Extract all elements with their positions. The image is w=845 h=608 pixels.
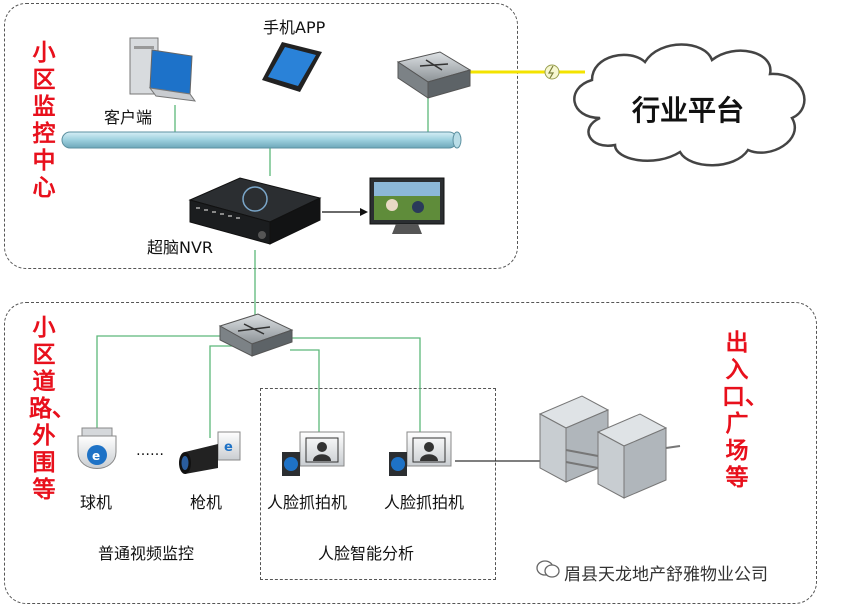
bullet-camera-label: 枪机 bbox=[190, 493, 223, 512]
face-analysis-group bbox=[260, 388, 496, 580]
face-camera-2-icon bbox=[389, 431, 452, 476]
client-label: 客户端 bbox=[104, 108, 153, 127]
monitoring-center-region bbox=[4, 3, 518, 269]
wechat-icon bbox=[536, 559, 560, 579]
bullet-camera-icon: e bbox=[179, 431, 241, 474]
network-bus bbox=[61, 131, 458, 149]
svg-text:e: e bbox=[224, 440, 233, 455]
core-switch-icon bbox=[396, 51, 472, 99]
nvr-label: 超脑NVR bbox=[147, 238, 214, 257]
client-pc-icon bbox=[129, 37, 197, 102]
monitoring-center-title: 小区监控中心 bbox=[32, 40, 56, 201]
dome-camera-label: 球机 bbox=[80, 493, 113, 512]
video-monitoring-group-label: 普通视频监控 bbox=[98, 544, 195, 563]
face-camera-1-label: 人脸抓拍机 bbox=[267, 493, 348, 512]
wan-lightning-icon bbox=[544, 64, 560, 80]
nvr-device-icon bbox=[188, 177, 322, 245]
industry-platform-label: 行业平台 bbox=[632, 94, 745, 127]
link-lines bbox=[96, 95, 429, 438]
access-switch-icon bbox=[218, 313, 294, 357]
face-analysis-group-label: 人脸智能分析 bbox=[318, 544, 415, 563]
industry-platform-cloud bbox=[573, 43, 806, 167]
turnstile-gate-icon bbox=[538, 395, 681, 499]
monitor-icon bbox=[369, 177, 445, 234]
dome-camera-icon: e bbox=[77, 427, 117, 469]
svg-text:e: e bbox=[92, 449, 100, 463]
face-camera-2-label: 人脸抓拍机 bbox=[384, 493, 465, 512]
face-camera-1-icon bbox=[282, 431, 345, 476]
street-region bbox=[4, 302, 817, 604]
ellipsis-label: …… bbox=[136, 443, 164, 459]
phone-app-label: 手机APP bbox=[263, 18, 326, 37]
footer-company-name: 眉县天龙地产舒雅物业公司 bbox=[564, 565, 768, 585]
phone-icon bbox=[262, 42, 322, 92]
